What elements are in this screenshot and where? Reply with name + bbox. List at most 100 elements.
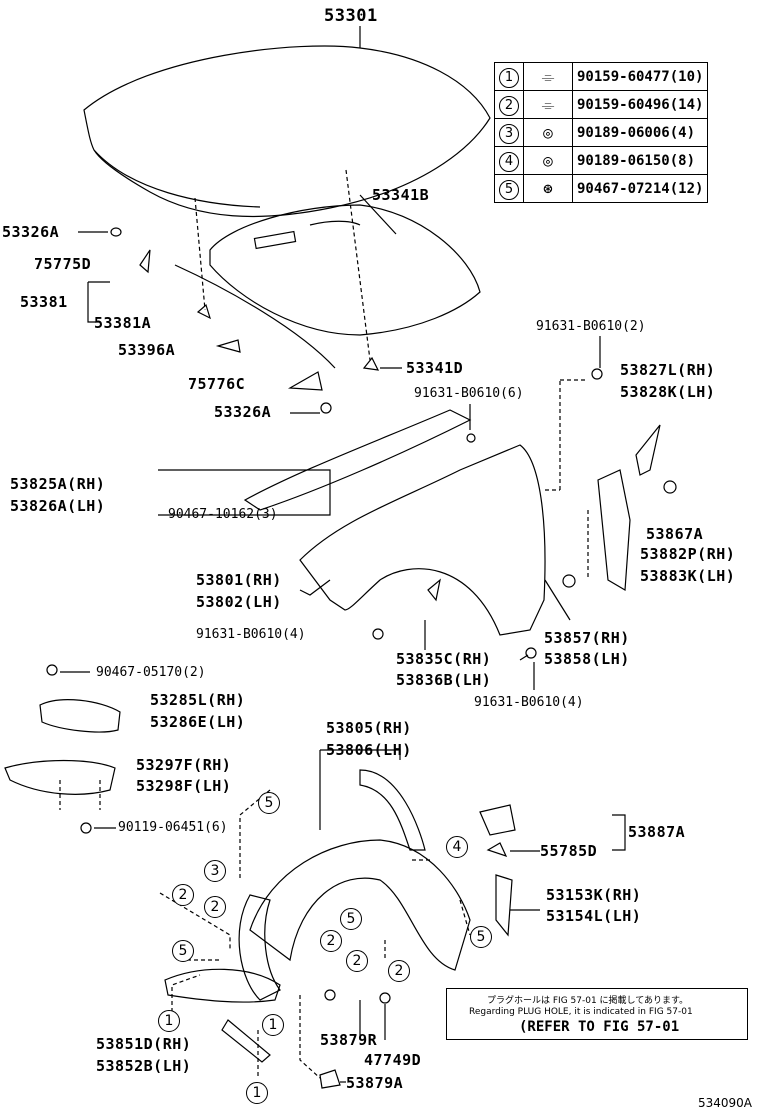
bolt-icon: ⌯ — [541, 66, 555, 86]
trim-piece — [479, 804, 516, 836]
clip-icon: ◎ — [543, 123, 553, 142]
legend-part: 90189-06006(4) — [571, 118, 709, 147]
front-fender — [299, 444, 546, 636]
fastener-marker: 3 — [204, 860, 226, 882]
part-label: 53341B — [372, 186, 430, 204]
part-label: 75775D — [34, 255, 92, 273]
hood-edge — [93, 149, 261, 208]
part-label: 53341D — [406, 359, 464, 377]
part-label: 90119-06451(6) — [118, 820, 228, 835]
fastener-marker: 1 — [246, 1082, 268, 1104]
legend-row: 2 ⌯ 90159-60496(14) — [494, 90, 709, 119]
part-label: 53851D(RH) — [96, 1035, 192, 1053]
legend-number: 1 — [499, 67, 519, 88]
part-label: 55785D — [540, 842, 598, 860]
fender-liner — [249, 839, 471, 971]
legend-number: 5 — [499, 179, 519, 200]
diagram-code: 534090A — [698, 1096, 753, 1110]
part-label: 91631-B0610(4) — [474, 695, 584, 710]
part-label: 53802(LH) — [196, 593, 282, 611]
fastener-marker: 2 — [204, 896, 226, 918]
legend-number: 4 — [499, 151, 519, 172]
clip-icon: ⊛ — [543, 179, 553, 198]
part-label: 53887A — [628, 823, 686, 841]
fastener-legend: 1 ⌯ 90159-60477(10) 2 ⌯ 90159-60496(14) … — [494, 62, 709, 203]
part-label: 53154L(LH) — [546, 907, 642, 925]
fastener-marker: 5 — [172, 940, 194, 962]
under-cover-front — [4, 759, 116, 795]
fastener-marker: 1 — [262, 1014, 284, 1036]
note-line-ref: (REFER TO FIG 57-01 — [519, 1019, 680, 1035]
fastener-marker: 2 — [172, 884, 194, 906]
part-label: 53298F(LH) — [136, 777, 232, 795]
part-label: 53153K(RH) — [546, 886, 642, 904]
part-label: 53852B(LH) — [96, 1057, 192, 1075]
part-label: 53805(RH) — [326, 719, 412, 737]
part-label: 53826A(LH) — [10, 497, 106, 515]
clip-icon: ◎ — [543, 151, 553, 170]
part-label: 53828K(LH) — [620, 383, 716, 401]
part-label: 53836B(LH) — [396, 671, 492, 689]
part-label: 53879A — [346, 1074, 404, 1092]
part-label: 53381A — [94, 314, 152, 332]
legend-number: 2 — [499, 95, 519, 116]
part-label: 47749D — [364, 1051, 422, 1069]
fastener-marker: 5 — [340, 908, 362, 930]
legend-part: 90159-60477(10) — [571, 62, 709, 91]
part-label: 53825A(RH) — [10, 475, 106, 493]
cowl-seal — [243, 409, 472, 511]
part-label: 75776C — [188, 375, 246, 393]
note-line-en: Regarding PLUG HOLE, it is indicated in … — [469, 1007, 693, 1017]
fastener-marker: 4 — [446, 836, 468, 858]
part-label: 53858(LH) — [544, 650, 630, 668]
legend-part: 90189-06150(8) — [571, 146, 709, 175]
legend-number: 3 — [499, 123, 519, 144]
mudguard — [495, 874, 513, 937]
part-label: 53835C(RH) — [396, 650, 492, 668]
legend-part: 90467-07214(12) — [571, 174, 709, 203]
fastener-marker: 2 — [346, 950, 368, 972]
part-label: 53301 — [324, 6, 378, 26]
part-label: 91631-B0610(4) — [196, 627, 306, 642]
part-label: 53286E(LH) — [150, 713, 246, 731]
reference-note: プラグホールは FIG 57-01 に掲載してあります。 Regarding P… — [446, 988, 748, 1040]
part-label: 53879R — [320, 1031, 378, 1049]
fastener-marker: 2 — [388, 960, 410, 982]
part-label: 90467-10162(3) — [168, 507, 278, 522]
part-label: 53867A — [646, 525, 704, 543]
part-label: 53381 — [20, 293, 68, 311]
hood-seal — [174, 264, 336, 369]
legend-row: 4 ◎ 90189-06150(8) — [494, 146, 709, 175]
splash-shield — [164, 968, 281, 1003]
part-label: 53285L(RH) — [150, 691, 246, 709]
side-bracket — [597, 469, 631, 592]
part-label: 53827L(RH) — [620, 361, 716, 379]
part-label: 53882P(RH) — [640, 545, 736, 563]
part-label: 53326A — [214, 403, 272, 421]
legend-row: 1 ⌯ 90159-60477(10) — [494, 62, 709, 91]
fender-bracket — [635, 424, 661, 476]
fastener-marker: 5 — [258, 792, 280, 814]
part-label: 53801(RH) — [196, 571, 282, 589]
part-label: 53857(RH) — [544, 629, 630, 647]
part-label: 53883K(LH) — [640, 567, 736, 585]
part-label: 53297F(RH) — [136, 756, 232, 774]
part-label: 53806(LH) — [326, 741, 412, 759]
part-label: 91631-B0610(2) — [536, 319, 646, 334]
fastener-marker: 5 — [470, 926, 492, 948]
part-label: 90467-05170(2) — [96, 665, 206, 680]
legend-row: 5 ⊛ 90467-07214(12) — [494, 174, 709, 203]
note-line-jp: プラグホールは FIG 57-01 に掲載してあります。 — [487, 996, 689, 1006]
legend-part: 90159-60496(14) — [571, 90, 709, 119]
bolt-icon: ⌯ — [541, 94, 555, 114]
part-label: 53326A — [2, 223, 60, 241]
legend-row: 3 ◎ 90189-06006(4) — [494, 118, 709, 147]
part-label: 53396A — [118, 341, 176, 359]
part-label: 91631-B0610(6) — [414, 386, 524, 401]
hood-outline — [83, 45, 491, 218]
hood-insulator — [209, 204, 481, 336]
air-duct — [39, 699, 121, 733]
fastener-marker: 2 — [320, 930, 342, 952]
